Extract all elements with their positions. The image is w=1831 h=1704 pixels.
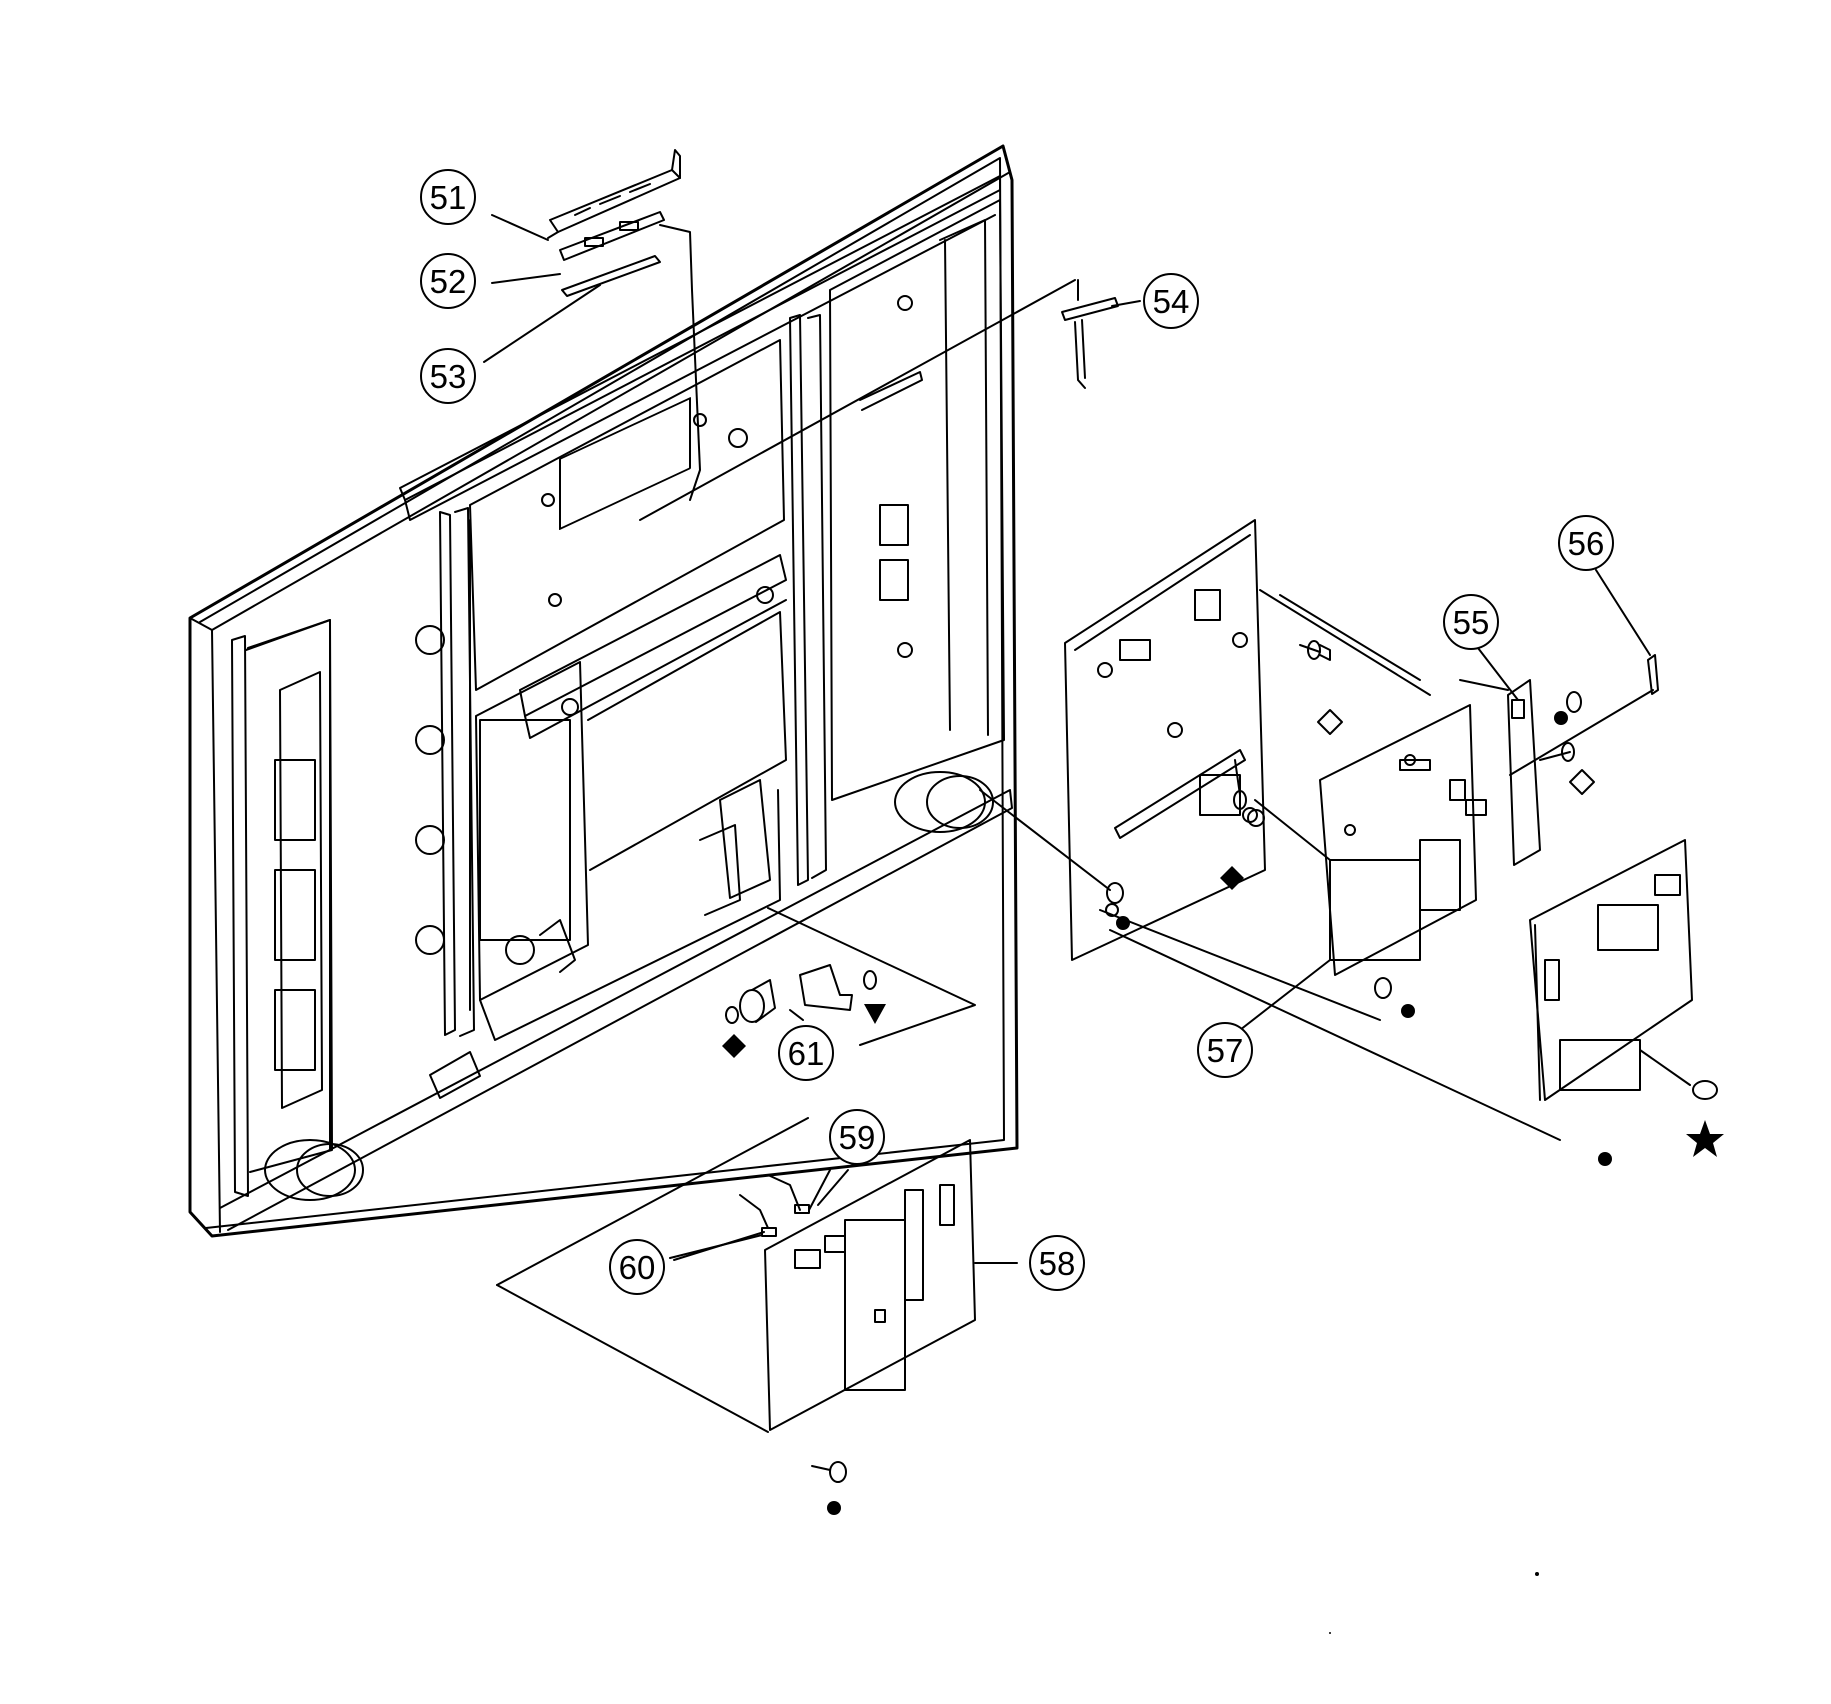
callout-57: 57 bbox=[1197, 1022, 1253, 1078]
bracket-line-61 bbox=[767, 907, 976, 1046]
callout-52: 52 bbox=[420, 253, 476, 309]
open-diamond-markers bbox=[1247, 709, 1595, 827]
svg-text:51: 51 bbox=[430, 179, 467, 216]
svg-text:61: 61 bbox=[788, 1035, 825, 1072]
callout-58: 58 bbox=[1029, 1235, 1085, 1291]
screws-plate bbox=[979, 640, 1392, 999]
callouts: 51 52 53 54 55 56 57 58 bbox=[420, 169, 1651, 1295]
part-57-shield-plate bbox=[1064, 519, 1266, 961]
svg-text:56: 56 bbox=[1568, 525, 1605, 562]
speck bbox=[1535, 1572, 1539, 1576]
filled-circle-symbol bbox=[1401, 1004, 1415, 1018]
symbol-markers bbox=[722, 711, 1724, 1515]
callout-60: 60 bbox=[609, 1239, 665, 1295]
tv-chassis-back bbox=[188, 144, 1019, 1238]
speck bbox=[1329, 1632, 1331, 1634]
callout-53: 53 bbox=[420, 348, 476, 404]
part-54-cable bbox=[639, 279, 1119, 521]
callout-55: 55 bbox=[1443, 594, 1499, 650]
filled-diamond-symbol bbox=[1220, 866, 1244, 890]
callout-61: 61 bbox=[778, 1025, 834, 1081]
part-59-cable bbox=[767, 1169, 831, 1214]
filled-circle-symbol bbox=[1598, 1152, 1612, 1166]
part-51-bracket bbox=[547, 149, 681, 239]
callout-leader-51 bbox=[491, 214, 549, 241]
part-57-main-board bbox=[1239, 704, 1477, 1031]
callout-leader-55 bbox=[1477, 647, 1519, 701]
filled-triangle-down-symbol bbox=[864, 1004, 886, 1024]
filled-circle-symbol bbox=[1554, 711, 1568, 725]
part-52-leader-line bbox=[659, 224, 701, 501]
svg-text:60: 60 bbox=[619, 1249, 656, 1286]
part-53-plate bbox=[561, 255, 661, 297]
terminal-board bbox=[1529, 839, 1718, 1101]
filled-diamond-symbol bbox=[722, 1034, 746, 1058]
part-58-screw bbox=[811, 1461, 847, 1483]
bracket-line-58 bbox=[496, 1117, 809, 1286]
filled-star-symbol bbox=[1686, 1120, 1724, 1157]
callout-54: 54 bbox=[1143, 273, 1199, 329]
callout-leader-52 bbox=[491, 273, 561, 284]
part-61-sensor bbox=[725, 964, 877, 1024]
svg-text:58: 58 bbox=[1039, 1245, 1076, 1282]
callout-leader-56 bbox=[1595, 569, 1651, 656]
callout-59: 59 bbox=[829, 1109, 885, 1165]
svg-text:55: 55 bbox=[1453, 604, 1490, 641]
part-57-leader-line bbox=[1239, 959, 1331, 1031]
svg-text:53: 53 bbox=[430, 358, 467, 395]
svg-text:52: 52 bbox=[430, 263, 467, 300]
part-56-pin bbox=[1509, 654, 1659, 776]
callout-56: 56 bbox=[1558, 515, 1614, 571]
open-diamond-symbol bbox=[1569, 769, 1595, 795]
svg-text:54: 54 bbox=[1153, 283, 1190, 320]
callout-leader-54 bbox=[1111, 300, 1141, 307]
callout-51: 51 bbox=[420, 169, 476, 225]
filled-circle-symbol bbox=[827, 1501, 841, 1515]
filled-circle-symbol bbox=[1116, 916, 1130, 930]
part-55-bracket bbox=[1279, 594, 1541, 866]
svg-text:59: 59 bbox=[839, 1119, 876, 1156]
part-60-cable bbox=[669, 1194, 777, 1259]
part-52-board bbox=[559, 211, 665, 261]
callout-leader-60 bbox=[673, 1231, 765, 1261]
callout-leader-53 bbox=[483, 284, 601, 363]
callout-leader-61 bbox=[789, 1009, 804, 1021]
part-58-power-board bbox=[764, 1139, 1016, 1431]
svg-text:57: 57 bbox=[1207, 1032, 1244, 1069]
open-diamond-symbol bbox=[1317, 709, 1343, 735]
callout-leader-59 bbox=[817, 1169, 849, 1206]
